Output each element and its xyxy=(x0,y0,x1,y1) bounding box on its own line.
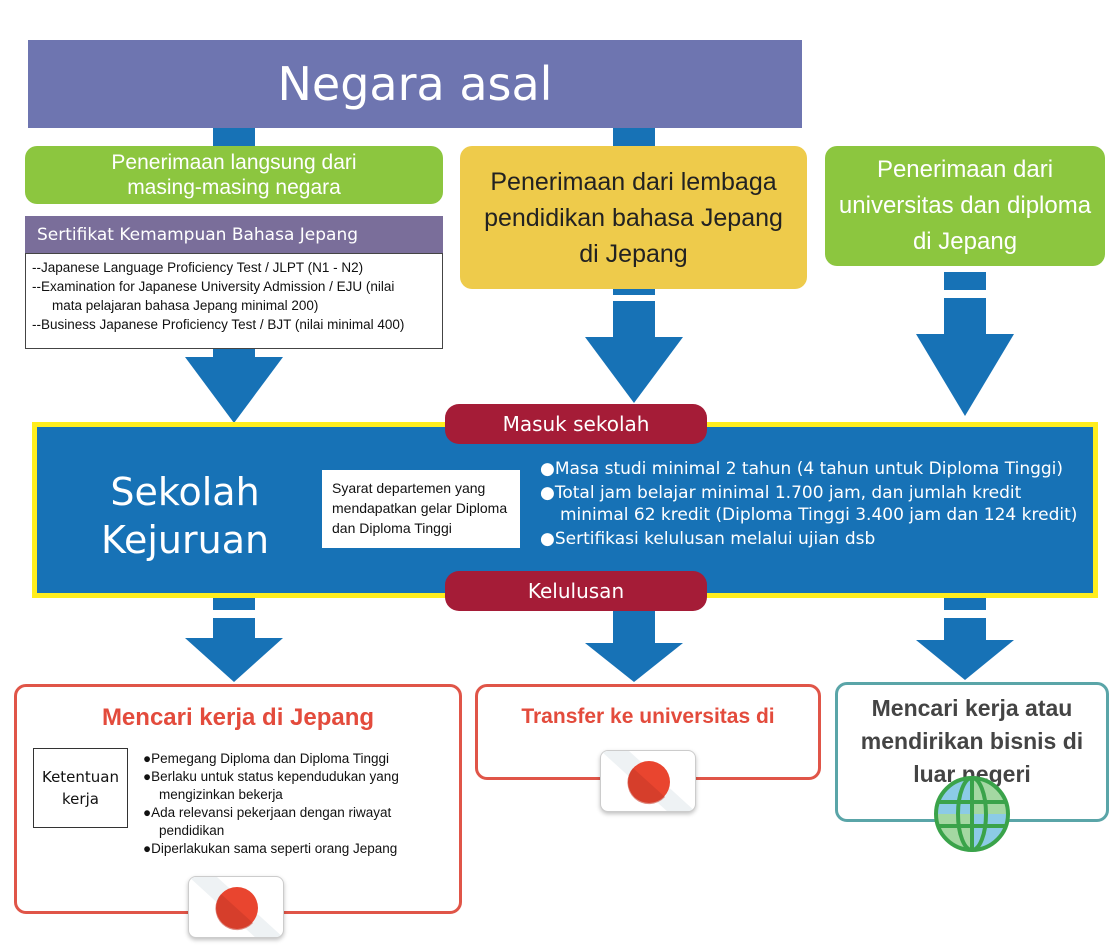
arrow-head-down xyxy=(185,638,283,682)
entry-label-pill: Masuk sekolah xyxy=(445,404,707,444)
work-condition-item: ●Ada relevansi pekerjaan dengan riwayat xyxy=(143,805,392,820)
outcome-japan-job-title: Mencari kerja di Jepang xyxy=(101,704,375,731)
school-requirement-item: ●Masa studi minimal 2 tahun (4 tahun unt… xyxy=(540,459,1064,479)
outcome-abroad-title: Mencari kerja atau mendirikan bisnis di … xyxy=(860,695,1084,787)
arrow-shaft xyxy=(944,272,986,290)
arrow-shaft xyxy=(613,611,655,643)
work-condition-label-box: Ketentuan kerja xyxy=(33,748,128,828)
origin-country-header: Negara asal xyxy=(28,40,802,128)
certificate-item: mata pelajaran bahasa Jepang minimal 200… xyxy=(52,298,319,313)
outcome-transfer-title: Transfer ke universitas di xyxy=(521,705,775,728)
work-conditions-list: ●Pemegang Diploma dan Diploma Tinggi ●Be… xyxy=(143,750,463,858)
school-requirements-list: ●Masa studi minimal 2 tahun (4 tahun unt… xyxy=(540,458,1100,552)
source-university-box: Penerimaan dari universitas dan diploma … xyxy=(825,146,1105,266)
work-condition-item: mengizinkan bekerja xyxy=(159,787,283,802)
source-direct-label: Penerimaan langsung dari masing-masing n… xyxy=(111,151,357,199)
source-direct-box: Penerimaan langsung dari masing-masing n… xyxy=(25,146,443,204)
arrow-shaft xyxy=(213,128,255,146)
globe-icon xyxy=(934,776,1010,852)
certificate-item: --Japanese Language Proficiency Test / J… xyxy=(32,260,364,275)
requirement-label: Syarat departemen yang mendapatkan gelar… xyxy=(332,480,508,536)
arrow-shaft xyxy=(613,301,655,337)
graduation-label: Kelulusan xyxy=(527,579,625,603)
school-requirement-item: ●Total jam belajar minimal 1.700 jam, da… xyxy=(540,483,1022,503)
work-condition-item: ●Pemegang Diploma dan Diploma Tinggi xyxy=(143,751,390,766)
certificate-item: --Examination for Japanese University Ad… xyxy=(32,279,395,294)
arrow-head-down xyxy=(585,337,683,403)
school-requirement-item: ●Sertifikasi kelulusan melalui ujian dsb xyxy=(540,529,876,549)
certificate-item: --Business Japanese Proficiency Test / B… xyxy=(32,317,405,332)
requirement-label-box: Syarat departemen yang mendapatkan gelar… xyxy=(322,470,520,548)
japan-flag-icon xyxy=(600,750,696,812)
work-condition-label: Ketentuan kerja xyxy=(41,768,120,808)
arrow-head-down xyxy=(585,643,683,682)
entry-label: Masuk sekolah xyxy=(502,412,650,436)
arrow-shaft xyxy=(213,349,255,357)
origin-country-title: Negara asal xyxy=(277,57,553,111)
certificate-title-bar: Sertifikat Kemampuan Bahasa Jepang xyxy=(25,216,443,253)
work-condition-item: pendidikan xyxy=(159,823,225,838)
japan-flag-icon xyxy=(188,876,284,938)
arrow-shaft xyxy=(613,128,655,146)
arrow-shaft xyxy=(944,598,986,610)
graduation-label-pill: Kelulusan xyxy=(445,571,707,611)
arrow-shaft xyxy=(213,618,255,638)
arrow-head-down xyxy=(916,334,1014,416)
arrow-shaft xyxy=(613,289,655,295)
source-university-label: Penerimaan dari universitas dan diploma … xyxy=(838,156,1092,255)
arrow-shaft xyxy=(213,598,255,610)
work-condition-item: ●Diperlakukan sama seperti orang Jepang xyxy=(143,841,398,856)
arrow-head-down xyxy=(916,640,1014,680)
arrow-head-down xyxy=(185,357,283,423)
certificate-list: --Japanese Language Proficiency Test / J… xyxy=(25,253,443,349)
certificate-title: Sertifikat Kemampuan Bahasa Jepang xyxy=(37,224,359,245)
vocational-school-title: Sekolah Kejuruan xyxy=(100,470,270,562)
source-language-school-box: Penerimaan dari lembaga pendidikan bahas… xyxy=(460,146,807,289)
arrow-shaft xyxy=(944,298,986,334)
work-condition-item: ●Berlaku untuk status kependudukan yang xyxy=(143,769,399,784)
school-requirement-item: minimal 62 kredit (Diploma Tinggi 3.400 … xyxy=(560,505,1078,525)
arrow-shaft xyxy=(944,618,986,640)
source-language-school-label: Penerimaan dari lembaga pendidikan bahas… xyxy=(484,167,783,268)
